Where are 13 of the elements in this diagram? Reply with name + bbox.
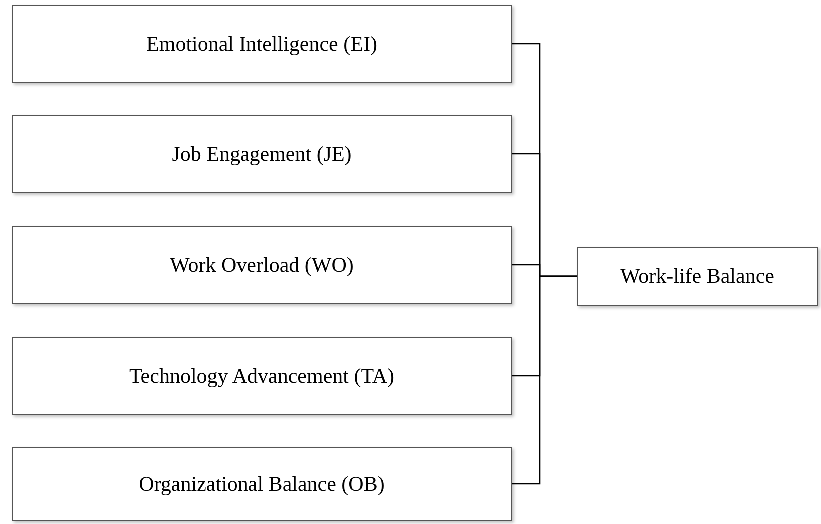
node-label: Job Engagement (JE): [172, 142, 352, 166]
node-label: Technology Advancement (TA): [129, 364, 395, 388]
node-label: Work-life Balance: [620, 264, 774, 289]
node-label: Organizational Balance (OB): [139, 472, 385, 496]
node-label: Emotional Intelligence (EI): [146, 32, 378, 56]
factor-box: [12, 337, 512, 415]
node-label: Work Overload (WO): [170, 252, 354, 278]
factor-box: [12, 115, 512, 193]
factor-box: [12, 226, 512, 304]
outcome-box: [577, 247, 818, 306]
connector-line: [512, 276, 577, 485]
factor-box: [12, 5, 512, 83]
factor-box: [12, 447, 512, 521]
